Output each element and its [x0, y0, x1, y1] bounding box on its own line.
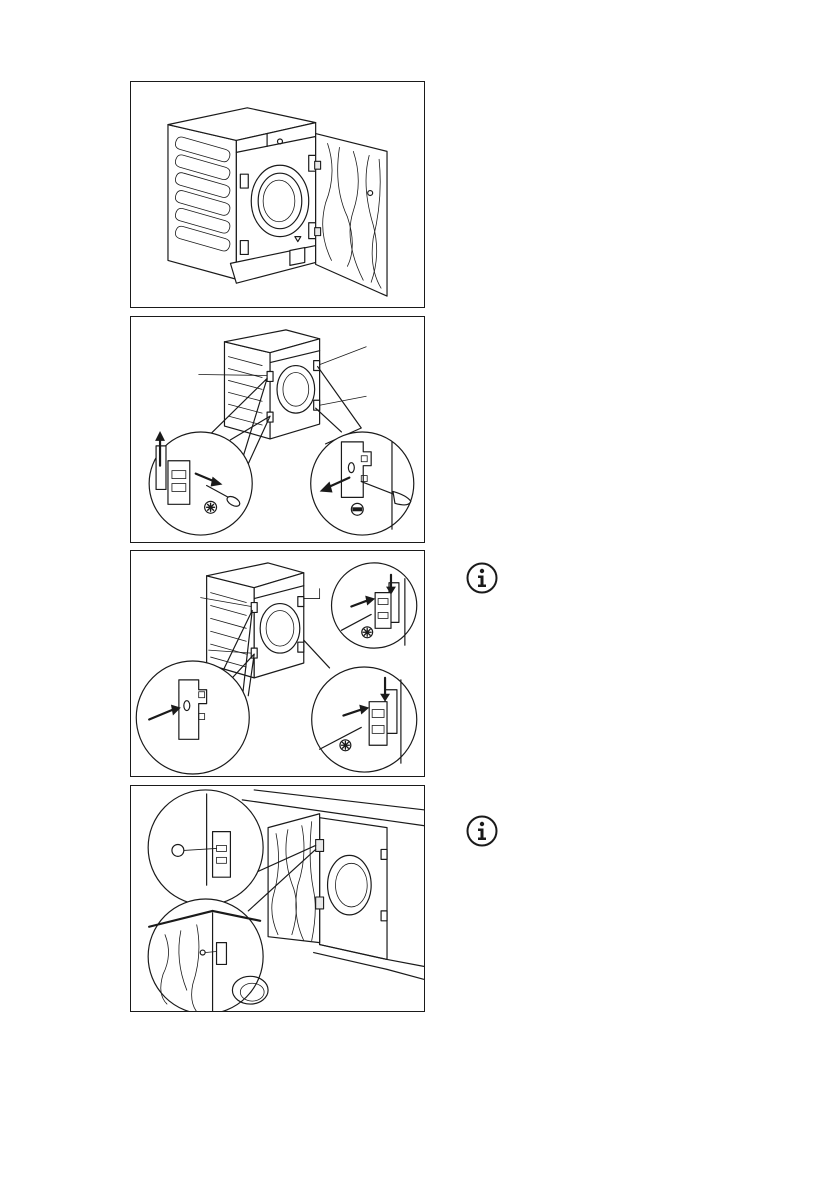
remove-hinges-illustration [131, 317, 424, 542]
figure-machine-open-door [130, 81, 425, 308]
flat-screwdriver-icon [351, 503, 363, 515]
info-icon [466, 815, 498, 847]
figure-door-installed [130, 785, 425, 1012]
washer-open-door-illustration [131, 82, 424, 307]
info-icon [466, 562, 498, 594]
install-hinges-illustration [131, 551, 424, 776]
door-installed-illustration [131, 786, 424, 1011]
torx-screwdriver-icon [340, 740, 351, 751]
figure-install-hinges [130, 550, 425, 777]
figure-remove-hinges [130, 316, 425, 543]
torx-screwdriver-icon [362, 627, 373, 638]
torx-screwdriver-icon [205, 501, 217, 513]
